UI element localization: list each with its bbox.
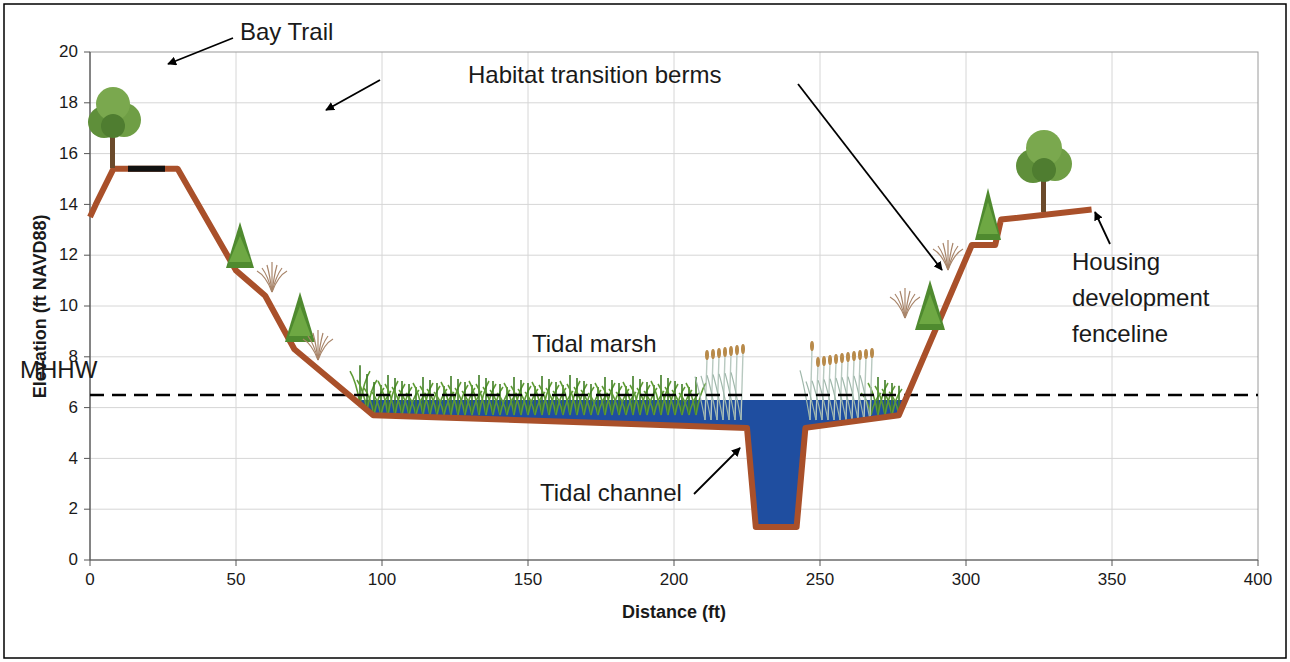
- ground-profile: [90, 169, 1092, 527]
- shrub: [285, 292, 315, 342]
- region-label: Tidal marsh: [532, 330, 656, 358]
- tick-label: 14: [59, 195, 78, 215]
- mhhw-line: [90, 394, 1258, 397]
- callout-label: Habitat transition berms: [468, 61, 721, 89]
- tick-label: 400: [1244, 570, 1272, 590]
- leader-arrow: [694, 448, 740, 494]
- leader-arrow: [168, 38, 233, 64]
- tick-label: 18: [59, 93, 78, 113]
- leader-arrow: [1095, 212, 1110, 244]
- tick-label: 100: [368, 570, 396, 590]
- tick-label: 2: [69, 499, 78, 519]
- tick-label: 10: [59, 296, 78, 316]
- tick-label: 300: [952, 570, 980, 590]
- tick-label: 6: [69, 398, 78, 418]
- axis-title: Elevation (ft NAVD88): [30, 214, 51, 398]
- callout-label: Housing development fenceline: [1072, 244, 1262, 352]
- shrub: [226, 222, 254, 268]
- shrub: [915, 280, 945, 330]
- tick-label: 200: [660, 570, 688, 590]
- tree: [88, 87, 141, 168]
- tick-label: 350: [1098, 570, 1126, 590]
- leader-arrow: [798, 84, 942, 270]
- tick-label: 20: [59, 42, 78, 62]
- tick-label: 0: [69, 550, 78, 570]
- tick-label: 50: [227, 570, 246, 590]
- dry-grass: [257, 240, 963, 360]
- callout-label: Bay Trail: [240, 18, 333, 46]
- tick-label: 250: [806, 570, 834, 590]
- shrub: [975, 188, 1001, 240]
- trail-surface: [128, 166, 165, 172]
- tick-label: 4: [69, 449, 78, 469]
- leader-arrow: [326, 80, 380, 110]
- tree: [1016, 130, 1072, 212]
- tick-label: 16: [59, 144, 78, 164]
- cattails: [695, 341, 874, 420]
- tick-label: 8: [69, 347, 78, 367]
- axis-title: Distance (ft): [622, 602, 726, 623]
- outer-frame: [4, 4, 1286, 658]
- tick-label: 0: [85, 570, 94, 590]
- callout-label: Tidal channel: [540, 479, 682, 507]
- tick-label: 150: [514, 570, 542, 590]
- tick-label: 12: [59, 245, 78, 265]
